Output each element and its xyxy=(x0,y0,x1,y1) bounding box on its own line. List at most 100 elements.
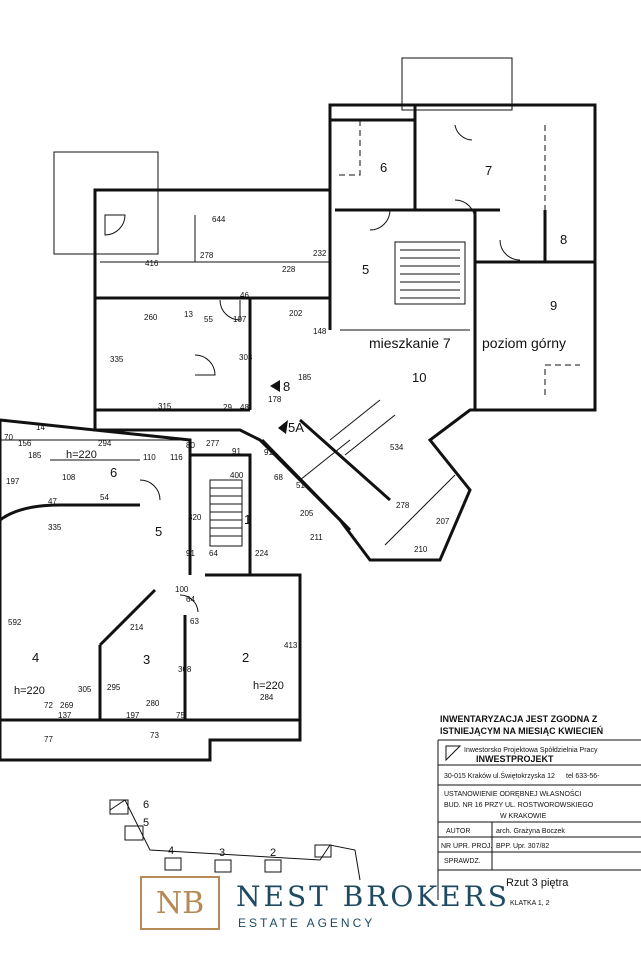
apartment-label: mieszkanie 7 xyxy=(369,335,451,351)
dim: 100 xyxy=(175,585,189,594)
dim: 47 xyxy=(48,497,57,506)
dim: 197 xyxy=(6,477,20,486)
dim: 335 xyxy=(110,355,124,364)
door-swing xyxy=(139,479,161,501)
dim: 156 xyxy=(18,439,32,448)
dim: 72 xyxy=(44,701,53,710)
key-plan-5: 5 xyxy=(143,817,149,829)
door-swing xyxy=(179,594,199,613)
brand-monogram: NB xyxy=(155,885,205,921)
partition-diagonal xyxy=(98,588,157,647)
dim: 214 xyxy=(130,623,144,632)
door-swing xyxy=(454,124,473,141)
dim: 108 xyxy=(62,473,76,482)
inventory-note-line-1: INWENTARYZACJA JEST ZGODNA Z xyxy=(440,714,598,724)
dim: 202 xyxy=(289,309,303,318)
author-key: AUTOR xyxy=(446,828,470,835)
company-address: 30-015 Kraków ul.Świętokrzyska 12 xyxy=(444,771,555,780)
inventory-note-line-2: ISTNIEJĄCYM NA MIESIĄC KWIECIEŃ xyxy=(440,726,603,736)
dim: 294 xyxy=(98,439,112,448)
company-short-name: INWESTPROJEKT xyxy=(476,754,554,764)
dim: 280 xyxy=(146,699,160,708)
dim: 46 xyxy=(240,291,249,300)
dim: 197 xyxy=(126,711,140,720)
dim: 29 xyxy=(223,403,232,412)
room-8-top: 8 xyxy=(560,232,567,247)
dim: 303 xyxy=(239,353,253,362)
stairs-upper xyxy=(394,241,466,305)
dim: 64 xyxy=(209,549,218,558)
author-value: arch. Grażyna Boczek xyxy=(496,828,565,835)
diagonal-corridor xyxy=(260,399,456,546)
room-5-left: 5 xyxy=(155,524,162,539)
dim: 55 xyxy=(204,315,213,324)
dim: 73 xyxy=(150,731,159,740)
dim: 14 xyxy=(36,423,45,432)
room-5-top: 5 xyxy=(362,262,369,277)
dim: 284 xyxy=(260,693,274,702)
subject-line-2: BUD. NR 16 PRZY UL. ROSTWOROWSKIEGO xyxy=(444,802,594,809)
room-1: 1 xyxy=(244,512,251,527)
dim: 278 xyxy=(396,501,410,510)
dim: 148 xyxy=(313,327,327,336)
room-2: 2 xyxy=(242,650,249,665)
brand-name: NEST BROKERS xyxy=(236,880,510,913)
dim: 70 xyxy=(4,433,13,442)
check-key: SPRAWDZ. xyxy=(444,858,481,865)
arrow-icon xyxy=(270,380,280,392)
dim: 224 xyxy=(255,549,269,558)
permit-key: NR UPR. PROJ. xyxy=(441,843,492,850)
room-9: 9 xyxy=(550,298,557,313)
room-4: 4 xyxy=(32,650,39,665)
room-6-top: 6 xyxy=(380,160,387,175)
dim: 592 xyxy=(8,618,22,627)
dim: 110 xyxy=(143,453,156,462)
dim: 116 xyxy=(170,453,183,462)
dim: 185 xyxy=(298,373,312,382)
height-label-1: h=220 xyxy=(66,449,97,461)
room-6-left: 6 xyxy=(110,465,117,480)
dim: 207 xyxy=(436,517,450,526)
dim: 295 xyxy=(107,683,121,692)
dashed-ceiling-line xyxy=(544,364,580,395)
key-plan-3: 3 xyxy=(219,847,225,859)
company-phone: tel 633-56- xyxy=(566,773,600,780)
height-label-3: h=220 xyxy=(253,680,284,692)
room-3: 3 xyxy=(143,652,150,667)
dim: 260 xyxy=(144,313,158,322)
dim: 178 xyxy=(268,395,282,404)
key-plan-2: 2 xyxy=(270,847,276,859)
dim: 48 xyxy=(240,403,249,412)
dim: 137 xyxy=(58,711,72,720)
dim: 91 xyxy=(264,448,273,457)
dim: 13 xyxy=(184,310,193,319)
title-block xyxy=(437,739,641,900)
dim: 416 xyxy=(145,259,159,268)
company-name: Inwestorsko Projektowa Spółdzielnia Prac… xyxy=(464,747,598,754)
dim: 315 xyxy=(158,402,172,411)
dim: 210 xyxy=(414,545,428,554)
dim: 534 xyxy=(390,443,404,452)
dim: 107 xyxy=(233,315,247,324)
dashed-ceiling-line xyxy=(335,120,361,176)
dim: 80 xyxy=(186,441,195,450)
dim: 644 xyxy=(212,215,226,224)
room-7-top: 7 xyxy=(485,163,492,178)
dim: 269 xyxy=(60,701,74,710)
dim: 308 xyxy=(178,665,192,674)
stairs-lower xyxy=(209,479,243,547)
height-label-2: h=220 xyxy=(14,685,45,697)
dim: 64 xyxy=(186,595,195,604)
dim: 278 xyxy=(200,251,214,260)
key-plan xyxy=(109,799,361,881)
door-swing xyxy=(454,199,476,221)
dim: 63 xyxy=(190,617,199,626)
room-5a: 5A xyxy=(288,420,304,435)
curved-wall-left xyxy=(0,503,61,522)
door-swing xyxy=(104,214,126,236)
dim: 413 xyxy=(284,641,298,650)
dim: 400 xyxy=(230,471,244,480)
brand-logo: NB xyxy=(140,876,220,930)
